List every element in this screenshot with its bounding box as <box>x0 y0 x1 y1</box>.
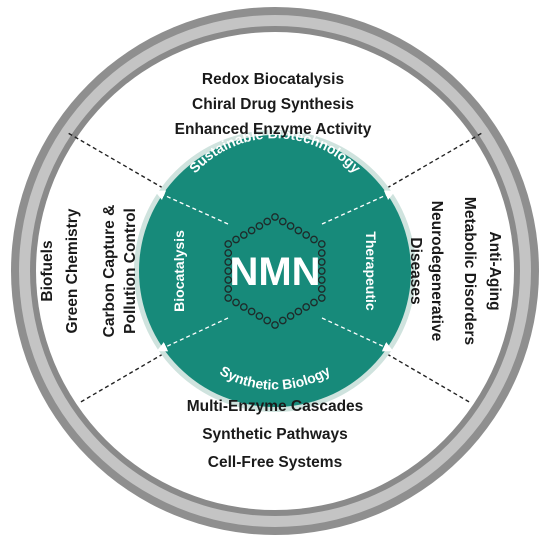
arrow-bottom-right <box>321 317 394 352</box>
hexagon-bead <box>255 222 264 230</box>
hexagon-bead <box>317 249 326 257</box>
section-dividers <box>67 132 483 404</box>
outer-top-line-2: Chiral Drug Synthesis <box>192 96 354 113</box>
hexagon-bead <box>271 213 279 221</box>
teal-core <box>134 130 416 412</box>
hexagon-bead <box>317 294 326 302</box>
hexagon-bead <box>286 312 295 320</box>
center-label: NMN <box>229 250 320 294</box>
hexagon-bead <box>317 285 326 293</box>
divider-bottom-left <box>78 353 164 404</box>
outer-left-line-3: Carbon Capture & <box>101 205 118 338</box>
hexagon-bead <box>278 316 287 325</box>
outer-right-line-1: Anti-Aging <box>486 231 503 310</box>
hexagon-bead <box>224 285 233 293</box>
arrow-top-right <box>321 190 396 225</box>
hexagon-bead <box>232 298 240 307</box>
hexagon-bead <box>224 249 233 257</box>
outer-bottom-line-3: Cell-Free Systems <box>208 454 342 471</box>
hexagon-bead <box>224 294 233 302</box>
arrow-top-left <box>154 190 229 225</box>
hexagon-bead <box>224 258 233 266</box>
arrow-bottom-left <box>156 317 229 352</box>
hexagon-bead <box>317 240 326 248</box>
outer-bottom-line-2: Synthetic Pathways <box>202 426 348 443</box>
hexagon-bead <box>294 226 303 235</box>
outer-right-line-4: Diseases <box>407 237 424 304</box>
outer-top-line-3: Enhanced Enzyme Activity <box>175 121 372 138</box>
hexagon-bead <box>294 307 303 316</box>
hexagon-bead <box>247 307 256 316</box>
outer-right-line-2: Metabolic Disorders <box>461 197 478 345</box>
inner-label-left: Biocatalysis <box>171 230 187 312</box>
hexagon-bead <box>239 231 248 239</box>
hexagon-bead <box>302 231 311 239</box>
outer-top-line-1: Redox Biocatalysis <box>202 71 344 88</box>
outer-left-line-1: Biofuels <box>39 240 56 301</box>
outer-left-line-4: Pollution Control <box>122 208 139 334</box>
outer-section-right: Anti-Aging Metabolic Disorders Neurodege… <box>407 197 503 345</box>
outer-section-top: Redox Biocatalysis Chiral Drug Synthesis… <box>175 71 372 138</box>
hexagon-bead <box>317 267 326 275</box>
hexagon-bead-ring-icon <box>224 213 326 329</box>
hexagon-bead <box>255 312 264 320</box>
hexagon-bead <box>302 303 311 311</box>
hexagon-bead <box>263 316 272 325</box>
hexagon-bead <box>278 217 287 226</box>
hexagon-bead <box>310 298 318 307</box>
hexagon-bead <box>271 321 279 329</box>
hexagon-bead <box>224 240 233 248</box>
hexagon-bead <box>310 235 318 244</box>
hexagon-bead <box>224 267 233 275</box>
inner-label-right: Therapeutic <box>363 231 379 311</box>
outer-bottom-line-1: Multi-Enzyme Cascades <box>187 398 364 415</box>
divider-top-right <box>386 132 483 189</box>
hexagon-bead <box>232 235 240 244</box>
hexagon-bead <box>247 226 256 235</box>
divider-top-left <box>67 132 164 189</box>
outer-left-line-2: Green Chemistry <box>64 208 81 333</box>
outer-right-line-3: Neurodegenerative <box>428 201 445 342</box>
hexagon-bead <box>317 258 326 266</box>
hexagon-bead <box>263 217 272 226</box>
outer-section-bottom: Multi-Enzyme Cascades Synthetic Pathways… <box>187 398 364 471</box>
outer-section-left: Biofuels Green Chemistry Carbon Capture … <box>39 205 139 338</box>
hexagon-bead <box>224 276 233 284</box>
core-arrows <box>154 190 396 352</box>
hexagon-bead <box>286 222 295 230</box>
hexagon-bead <box>239 303 248 311</box>
divider-bottom-right <box>386 353 472 404</box>
hexagon-bead <box>317 276 326 284</box>
